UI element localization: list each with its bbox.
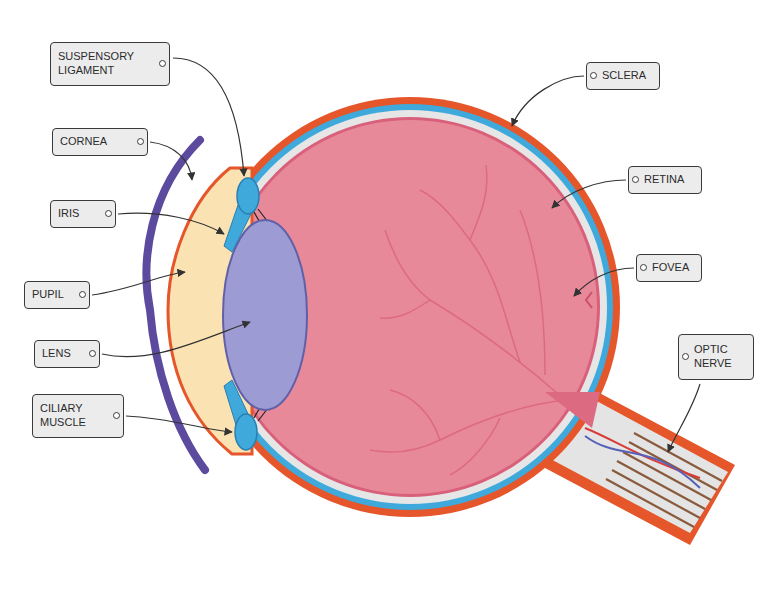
lens-shape [223, 220, 307, 410]
leader-line [126, 416, 232, 432]
part-tag: OPTIC NERVE [678, 334, 754, 380]
sclera-layer [200, 97, 620, 517]
leader-line [574, 268, 634, 296]
part-tag: IRIS [50, 200, 116, 228]
tag-dot [159, 60, 166, 67]
vein [585, 436, 700, 488]
choroid-layer [207, 104, 613, 510]
ciliary-body [235, 414, 257, 450]
part-label: CILIARY MUSCLE [40, 402, 108, 430]
tag-dot [640, 264, 647, 271]
vitreous-body [223, 120, 597, 494]
gap-layer [213, 110, 607, 504]
artery [585, 428, 700, 478]
part-tag: CORNEA [52, 128, 148, 156]
tag-dot [79, 291, 86, 298]
fibre [617, 461, 705, 509]
fovea-pit [586, 292, 592, 308]
tag-dot [632, 176, 639, 183]
vessel [385, 230, 565, 400]
tag-dot [137, 138, 144, 145]
blood-vessels [370, 165, 565, 475]
vessel [520, 210, 545, 375]
leader-line [668, 384, 700, 452]
part-label: SUSPENSORY LIGAMENT [58, 50, 154, 78]
fibre [623, 452, 711, 500]
part-tag: CILIARY MUSCLE [32, 394, 124, 438]
optic-disc [545, 392, 600, 428]
part-label: RETINA [644, 173, 694, 187]
retina-layer [220, 117, 600, 497]
part-label: LENS [42, 347, 84, 361]
leader-line [102, 322, 250, 357]
vessel [420, 190, 520, 362]
leader-line [92, 272, 185, 295]
tag-dot [105, 210, 112, 217]
vessel [370, 400, 565, 452]
part-tag: LENS [34, 340, 100, 368]
tag-dot [89, 350, 96, 357]
part-tag: SUSPENSORY LIGAMENT [50, 42, 170, 86]
part-tag: RETINA [628, 166, 702, 194]
tag-dot [590, 72, 597, 79]
leader-line [552, 180, 626, 208]
cornea-shape [147, 140, 205, 470]
leader-line [118, 213, 224, 234]
part-tag: FOVEA [636, 254, 702, 282]
vessel [380, 300, 430, 318]
vessel [450, 418, 500, 475]
leader-line [512, 76, 584, 126]
part-label: PUPIL [32, 288, 74, 302]
tag-dot [682, 353, 689, 360]
part-tag: PUPIL [24, 281, 90, 309]
part-tag: SCLERA [586, 62, 660, 90]
ciliary-body [237, 178, 259, 214]
part-label: CORNEA [60, 135, 132, 149]
part-label: IRIS [58, 207, 100, 221]
tag-dot [113, 412, 120, 419]
part-label: SCLERA [602, 69, 652, 83]
fibre [606, 479, 694, 527]
vessel [470, 165, 487, 240]
leader-line [150, 142, 192, 180]
part-label: FOVEA [652, 261, 694, 275]
part-label: OPTIC NERVE [694, 343, 746, 371]
vessel [390, 390, 440, 440]
leader-lines [92, 58, 700, 452]
